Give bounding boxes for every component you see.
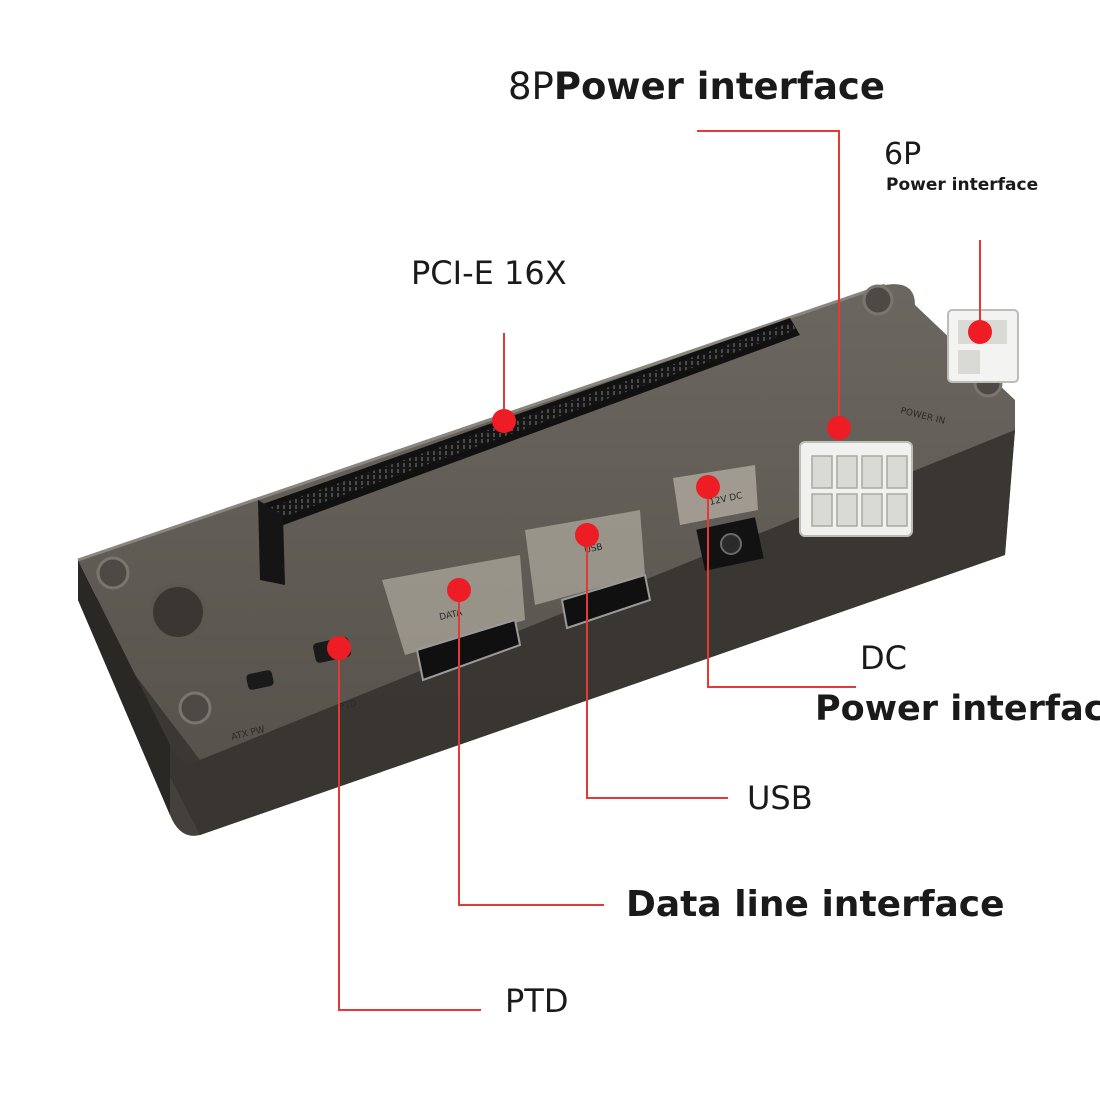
marker-8p bbox=[827, 416, 851, 440]
markers bbox=[327, 320, 992, 660]
marker-ptd bbox=[327, 636, 351, 660]
label-usb: USB bbox=[747, 779, 813, 817]
leader-data bbox=[458, 590, 604, 906]
leader-lines bbox=[338, 130, 981, 1011]
label-6p-power-interface: Power interface bbox=[886, 175, 1039, 195]
marker-data bbox=[447, 578, 471, 602]
marker-dc bbox=[696, 475, 720, 499]
inductor bbox=[149, 583, 207, 641]
marker-usb bbox=[575, 523, 599, 547]
label-8p-prefix: 8P bbox=[508, 65, 554, 108]
usb-port: USB bbox=[525, 510, 652, 630]
label-8p-text: Power interface bbox=[553, 65, 885, 108]
data-port: DATA bbox=[382, 555, 525, 682]
enclosure bbox=[77, 283, 1015, 836]
pcie-slot bbox=[258, 318, 800, 585]
label-6p-title: 6P bbox=[884, 137, 922, 172]
label-ptd: PTD bbox=[505, 982, 569, 1020]
label-dc-title: DC bbox=[860, 639, 907, 677]
leader-8p bbox=[697, 130, 840, 428]
ptd-print: PTD bbox=[338, 699, 358, 713]
leader-ptd bbox=[338, 648, 481, 1011]
leader-dc bbox=[707, 487, 856, 688]
marker-pcie bbox=[492, 409, 516, 433]
label-pcie-16x: PCI-E 16X bbox=[411, 254, 567, 292]
leader-usb bbox=[586, 535, 728, 799]
label-8p-power-interface: 8PPower interface bbox=[508, 68, 885, 105]
label-data-line-interface: Data line interface bbox=[626, 884, 1005, 925]
label-dc-power-interface: Power interface bbox=[815, 689, 1100, 729]
8-pin-connector bbox=[799, 441, 913, 537]
dc-jack: 12V DC bbox=[673, 465, 764, 571]
atx-switch bbox=[246, 670, 274, 690]
marker-6p bbox=[968, 320, 992, 344]
6-pin-connector bbox=[947, 309, 1019, 383]
screw-hole-icon bbox=[96, 284, 1003, 725]
data-port-print: DATA bbox=[439, 608, 465, 623]
